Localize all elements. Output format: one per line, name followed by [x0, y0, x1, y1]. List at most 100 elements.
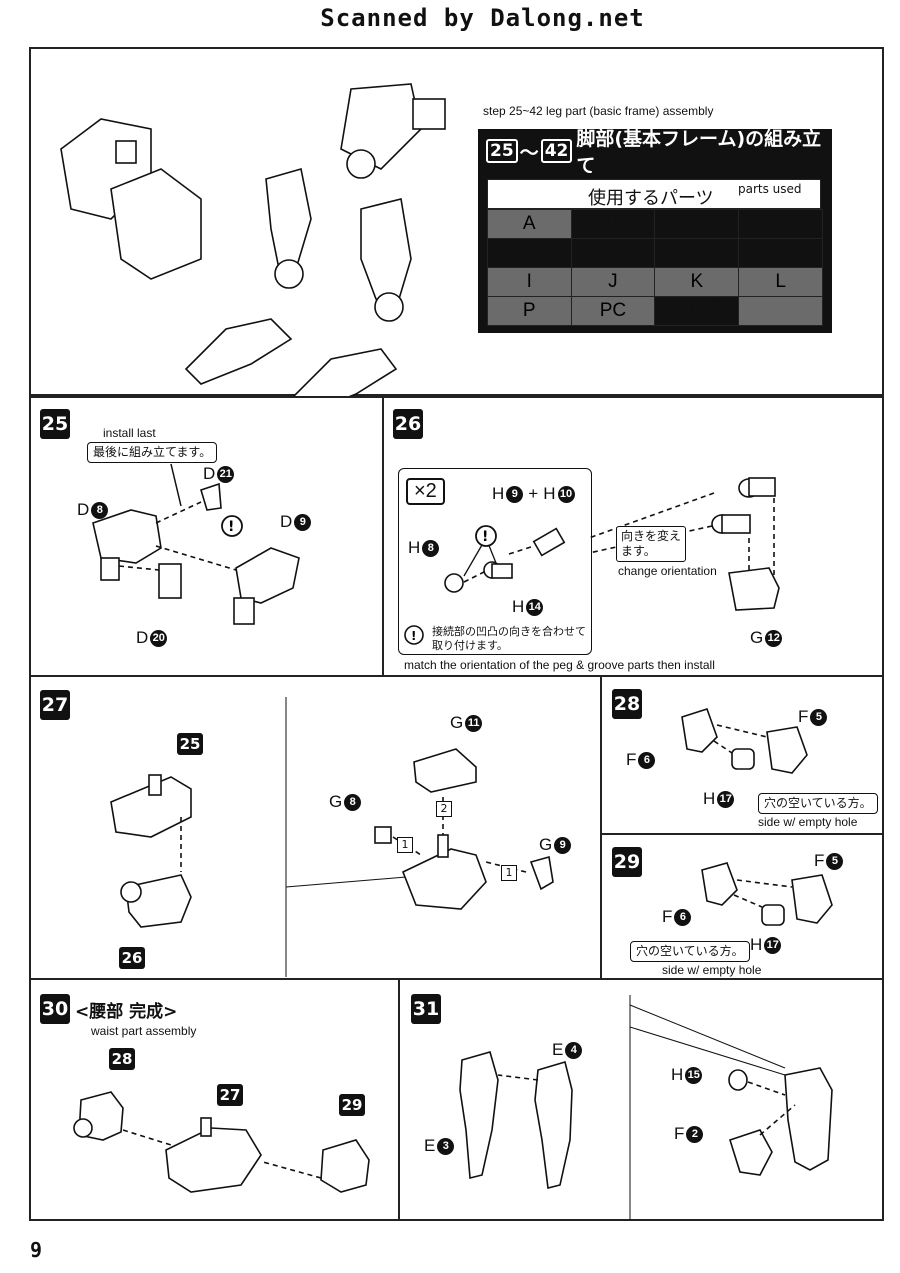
step-26-illustration: ! !: [404, 477, 780, 645]
svg-text:!: !: [228, 519, 234, 535]
ref-step-26: 26: [119, 947, 145, 969]
step-31-illustration: [459, 995, 833, 1220]
caution-note-jp: 接続部の凹凸の向きを合わせて 取り付けます。: [432, 625, 586, 652]
overview-title-jp: 脚部(基本フレーム)の組み立て: [576, 128, 822, 177]
svg-text:!: !: [411, 629, 416, 643]
step-29-illustration: [701, 862, 833, 926]
ref-step-28: 28: [109, 1048, 135, 1070]
overview-panel: step 25~42 leg part (basic frame) assemb…: [29, 47, 884, 415]
parts-cell: H: [738, 238, 823, 268]
parts-cell: C: [654, 209, 740, 239]
overview-step-note: step 25~42 leg part (basic frame) assemb…: [483, 104, 714, 118]
parts-cell: J: [570, 267, 656, 297]
order-1-left: 1: [397, 837, 413, 853]
scan-credit: Scanned by Dalong.net: [320, 4, 645, 32]
step-30-title-en: waist part assembly: [91, 1024, 197, 1038]
title-range-start: 25: [486, 139, 518, 163]
parts-cell: PC: [570, 296, 656, 326]
multiplier: ×2: [406, 478, 445, 505]
leg-parts-illustration: [60, 83, 446, 415]
step-30-illustration: [73, 1091, 370, 1193]
orientation-note-jp: 向きを変え ます。: [616, 526, 687, 562]
parts-cell: D: [738, 209, 823, 239]
install-last-jp: 最後に組み立てます。: [87, 442, 218, 463]
ref-step-29: 29: [339, 1094, 365, 1116]
hole-note-jp: 穴の空いている方。: [630, 941, 750, 962]
order-2: 2: [436, 801, 452, 817]
parts-cell: K: [654, 267, 740, 297]
page-number: 9: [30, 1238, 43, 1262]
order-1-right: 1: [501, 865, 517, 881]
step-number: 26: [393, 409, 423, 439]
caution-note-en: match the orientation of the peg & groov…: [404, 658, 715, 672]
parts-cell: E: [487, 238, 572, 268]
orientation-note-en: change orientation: [618, 564, 717, 578]
parts-cell: I: [487, 267, 572, 297]
step-number: 28: [612, 689, 642, 719]
step-number: 31: [411, 994, 441, 1024]
parts-cell: G: [654, 238, 740, 268]
step-30-panel: 30 <腰部 完成> waist part assembly 28 27 29: [29, 978, 400, 1221]
hole-note-en: side w/ empty hole: [758, 815, 858, 829]
install-last-en: install last: [103, 426, 156, 440]
svg-text:!: !: [482, 529, 488, 545]
title-range-end: 42: [540, 139, 573, 163]
parts-cell: L: [738, 267, 823, 297]
parts-cell: A: [487, 209, 572, 239]
hole-note-en: side w/ empty hole: [662, 963, 762, 977]
step-number: 30: [40, 994, 70, 1024]
parts-used-jp: 使用するパーツ: [588, 188, 714, 209]
overview-title-banner: 25 ～ 42 脚部(基本フレーム)の組み立て: [478, 128, 832, 177]
parts-cell: [738, 296, 823, 326]
title-range-sep: ～: [519, 141, 539, 164]
step-30-title-jp: <腰部 完成>: [75, 1002, 178, 1022]
step-number: 27: [40, 690, 70, 720]
parts-used-en: parts used: [738, 182, 802, 196]
step-number: 29: [612, 847, 642, 877]
repeat-box: [398, 468, 592, 655]
parts-cell: B: [570, 209, 656, 239]
step-27-illustration: [110, 697, 554, 977]
ref-step-25: 25: [177, 733, 203, 755]
step-number: 25: [40, 409, 70, 439]
ref-step-27: 27: [217, 1084, 243, 1106]
step-28-illustration: [681, 708, 808, 774]
parts-cell: F: [570, 238, 656, 268]
parts-cell: p142: [654, 296, 740, 326]
step-25-illustration: !: [92, 463, 300, 625]
parts-cell: P: [487, 296, 572, 326]
